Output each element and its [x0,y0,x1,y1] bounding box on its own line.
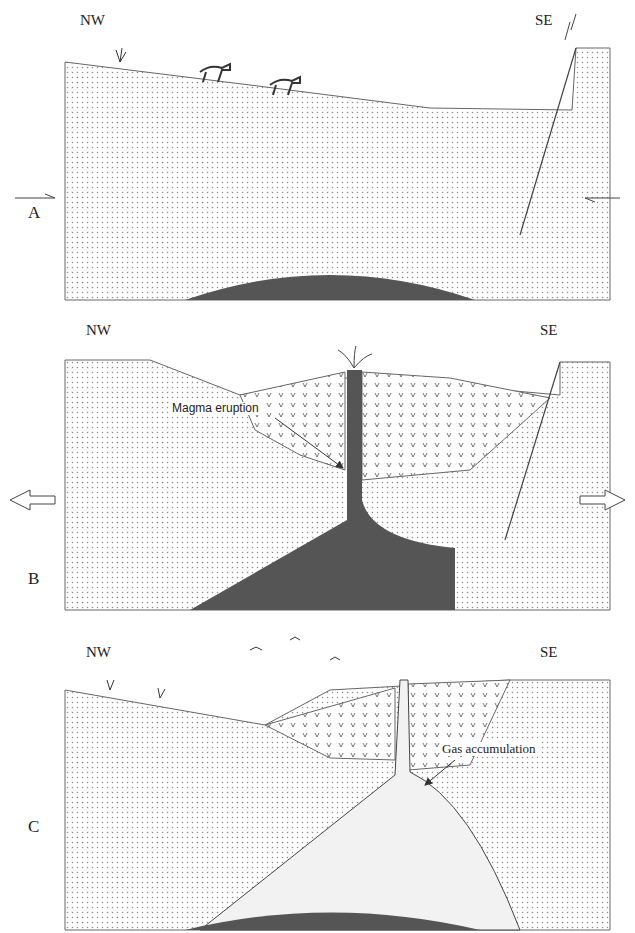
annotation-label: NW [80,12,105,29]
annotation-label: Gas accumulation [440,742,538,756]
panel-letter: C [28,818,39,837]
annotation-label: SE [540,644,558,661]
plant [116,48,126,62]
volcanic-layers [240,372,345,470]
extension-arrow [15,194,55,198]
panel-c [65,637,610,930]
annotation-label: NW [86,322,111,339]
extension-arrow [10,490,55,510]
crust-block [65,680,610,930]
leader-line [425,760,455,785]
annotation-label: SE [535,12,553,29]
extension-arrow [580,490,625,510]
crust-block [65,360,610,610]
fault-line [520,48,576,235]
eruption-plume [338,346,372,368]
bird [250,637,340,660]
panel-letter: A [28,204,40,223]
annotation-label: Magma eruption [170,402,261,415]
panel-b [10,346,625,610]
magma-body [185,913,480,931]
extension-arrow [585,198,620,202]
volcanic-layers [408,680,510,770]
magma-body [185,275,475,300]
panel-letter: B [28,570,39,589]
volcanic-layers [362,372,550,480]
annotation-label: SE [540,322,558,339]
dinosaur-figure [200,64,230,82]
volcanic-layers [265,688,395,760]
gas-accumulation-zone [200,680,520,930]
plant [107,680,165,698]
fault-line [505,362,560,540]
crust-block [65,48,610,300]
fault-arrows [565,14,576,40]
leader-line [275,418,343,468]
panel-a [15,14,620,300]
dinosaur-figure [270,77,300,95]
annotation-label: NW [86,644,111,661]
